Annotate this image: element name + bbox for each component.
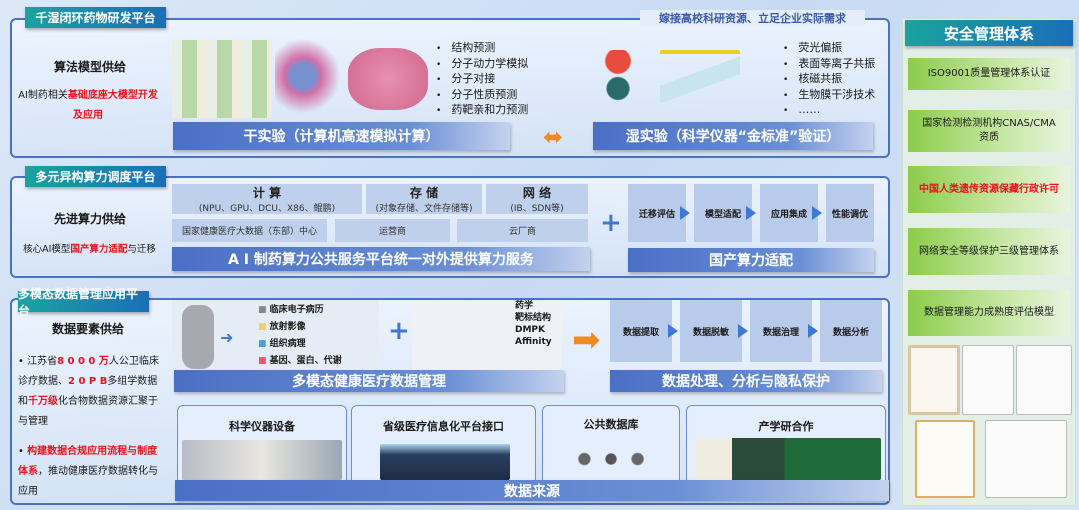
protein-surface-image [348, 48, 428, 110]
modal-list: ■ 临床电子病历 ■ 放射影像 ■ 组织病理 ■ 基因、蛋白、代谢 [258, 302, 342, 370]
human-body-icon [182, 305, 214, 369]
data-processing-bar: 数据处理、分析与隐私保护 [610, 370, 882, 392]
source-title: 科学仪器设备 [229, 420, 295, 433]
source-card: 公共数据库 [542, 405, 680, 490]
pharma-list: 药学靶标结构 DMPK Affinity [515, 300, 552, 348]
wet-experiment-bar: 湿实验（科学仪器“金标准”验证） [593, 122, 873, 150]
step: 数据提取 [610, 300, 672, 362]
domestic-compute-bar: 国产算力适配 [628, 248, 874, 272]
server-room-photo [380, 444, 510, 480]
section-tag: 千湿闭环药物研发平台 [25, 7, 166, 28]
protein-structure-image [275, 30, 345, 122]
arrow-right-icon [680, 206, 690, 220]
security-item: 网络安全等级保护三级管理体系 [908, 228, 1070, 275]
step: 数据脱敏 [680, 300, 742, 362]
certificate-image [962, 345, 1014, 415]
tagline: 嫁接高校科研资源、立足企业实际需求 [640, 10, 865, 26]
arrow-right-icon [812, 206, 822, 220]
list-item: DMPK [515, 325, 545, 335]
spr-instrument-image [660, 50, 740, 110]
list-item: 药靶亲和力预测 [436, 103, 528, 119]
provider-cell: 云厂商 [457, 219, 588, 242]
step: 应用集成 [760, 184, 818, 242]
source-title: 公共数据库 [583, 418, 639, 431]
data-bullet-2: • 构建数据合规应用流程与制度体系，推动健康医疗数据转化与应用 [18, 446, 158, 497]
section-desc: AI制药相关基础底座大模型开发及应用 [18, 90, 158, 121]
bidirectional-arrow-icon: ⬌ [543, 123, 564, 151]
dry-experiment-list: 结构预测分子动力学模拟分子对接分子性质预测药靶亲和力预测…… [436, 41, 528, 134]
plus-icon: + [388, 316, 410, 346]
list-item: Affinity [515, 337, 552, 347]
list-item: 靶标结构 [515, 313, 552, 323]
list-item: 生物膜干涉技术 [783, 88, 875, 104]
source-title: 省级医疗信息化平台接口 [383, 420, 504, 433]
source-card: 产学研合作 [686, 405, 886, 490]
dry-experiment-bar: 干实验（计算机高速模拟计算） [173, 122, 510, 150]
certificate-image [915, 420, 975, 498]
provider-cell: 运营商 [335, 219, 450, 242]
storage-cell: 存 储(对象存储、文件存储等) [366, 184, 482, 214]
model-architecture-image [172, 40, 272, 118]
compute-cell: 计 算(NPU、GPU、DCU、X86、鲲鹏) [172, 184, 362, 214]
arrow-right-icon [808, 324, 818, 338]
data-source-bar: 数据来源 [175, 480, 889, 501]
section-title: 数据要素供给 [51, 322, 124, 336]
arrow-right-icon [738, 324, 748, 338]
list-item: ■ 组织病理 [258, 339, 306, 349]
list-item: …… [783, 103, 875, 119]
list-item: ■ 放射影像 [258, 322, 306, 332]
certificate-image [908, 345, 960, 415]
security-item: 数据管理能力成熟度评估模型 [908, 290, 1070, 336]
list-item: 表面等离子共振 [783, 57, 875, 73]
arrow-right-icon: ➜ [220, 328, 234, 347]
security-title: 安全管理体系 [905, 20, 1073, 46]
list-item: 分子动力学模拟 [436, 57, 528, 73]
source-card: 科学仪器设备 [177, 405, 347, 490]
security-item: 国家检测检测机构CNAS/CMA资质 [908, 110, 1070, 152]
big-arrow-icon: ➡ [572, 320, 601, 360]
pharma-title: 药学 [515, 301, 534, 311]
database-icon [573, 438, 649, 480]
list-item: ■ 基因、蛋白、代谢 [258, 356, 342, 366]
multimodal-management-bar: 多模态健康医疗数据管理 [174, 370, 564, 392]
network-cell: 网 络(IB、SDN等) [486, 184, 588, 214]
arrow-right-icon [746, 206, 756, 220]
list-item: 核磁共振 [783, 72, 875, 88]
step: 模型适配 [694, 184, 752, 242]
list-item: 荧光偏振 [783, 41, 875, 57]
security-item: ISO9001质量管理体系认证 [908, 58, 1070, 90]
data-bullet-1: • 江苏省8 0 0 0 万人公卫临床诊疗数据、2 0 P B多组学数据和千万级… [18, 356, 159, 427]
compute-service-bar: A I 制药算力公共服务平台统一对外提供算力服务 [172, 247, 590, 271]
instrument-photo [182, 440, 342, 480]
arrow-right-icon [668, 324, 678, 338]
website-screenshots [695, 438, 881, 480]
plus-icon: + [600, 208, 622, 238]
list-item: ■ 临床电子病历 [258, 305, 324, 315]
section-desc: 核心AI模型国产算力适配与迁移 [23, 244, 156, 255]
provider-cell: 国家健康医疗大数据（东部）中心 [172, 219, 327, 242]
molecule-structures-image [412, 300, 562, 372]
list-item: 分子性质预测 [436, 88, 528, 104]
source-card: 省级医疗信息化平台接口 [351, 405, 536, 490]
section-title: 先进算力供给 [53, 212, 126, 226]
binding-assay-image [598, 50, 638, 105]
step: 迁移评估 [628, 184, 686, 242]
section-tag: 多模态数据管理应用平台 [18, 287, 149, 318]
step: 数据分析 [820, 300, 882, 362]
certificate-image [985, 420, 1067, 498]
section-tag: 多元异构算力调度平台 [25, 166, 166, 187]
list-item: 分子对接 [436, 72, 528, 88]
step: 性能调优 [826, 184, 874, 242]
section-title: 算法模型供给 [53, 60, 126, 74]
wet-experiment-list: 荧光偏振表面等离子共振核磁共振生物膜干涉技术…… [783, 41, 875, 119]
source-title: 产学研合作 [758, 420, 814, 433]
list-item: 结构预测 [436, 41, 528, 57]
step: 数据治理 [750, 300, 812, 362]
certificate-image [1016, 345, 1072, 415]
security-item: 中国人类遗传资源保藏行政许可 [908, 166, 1070, 213]
